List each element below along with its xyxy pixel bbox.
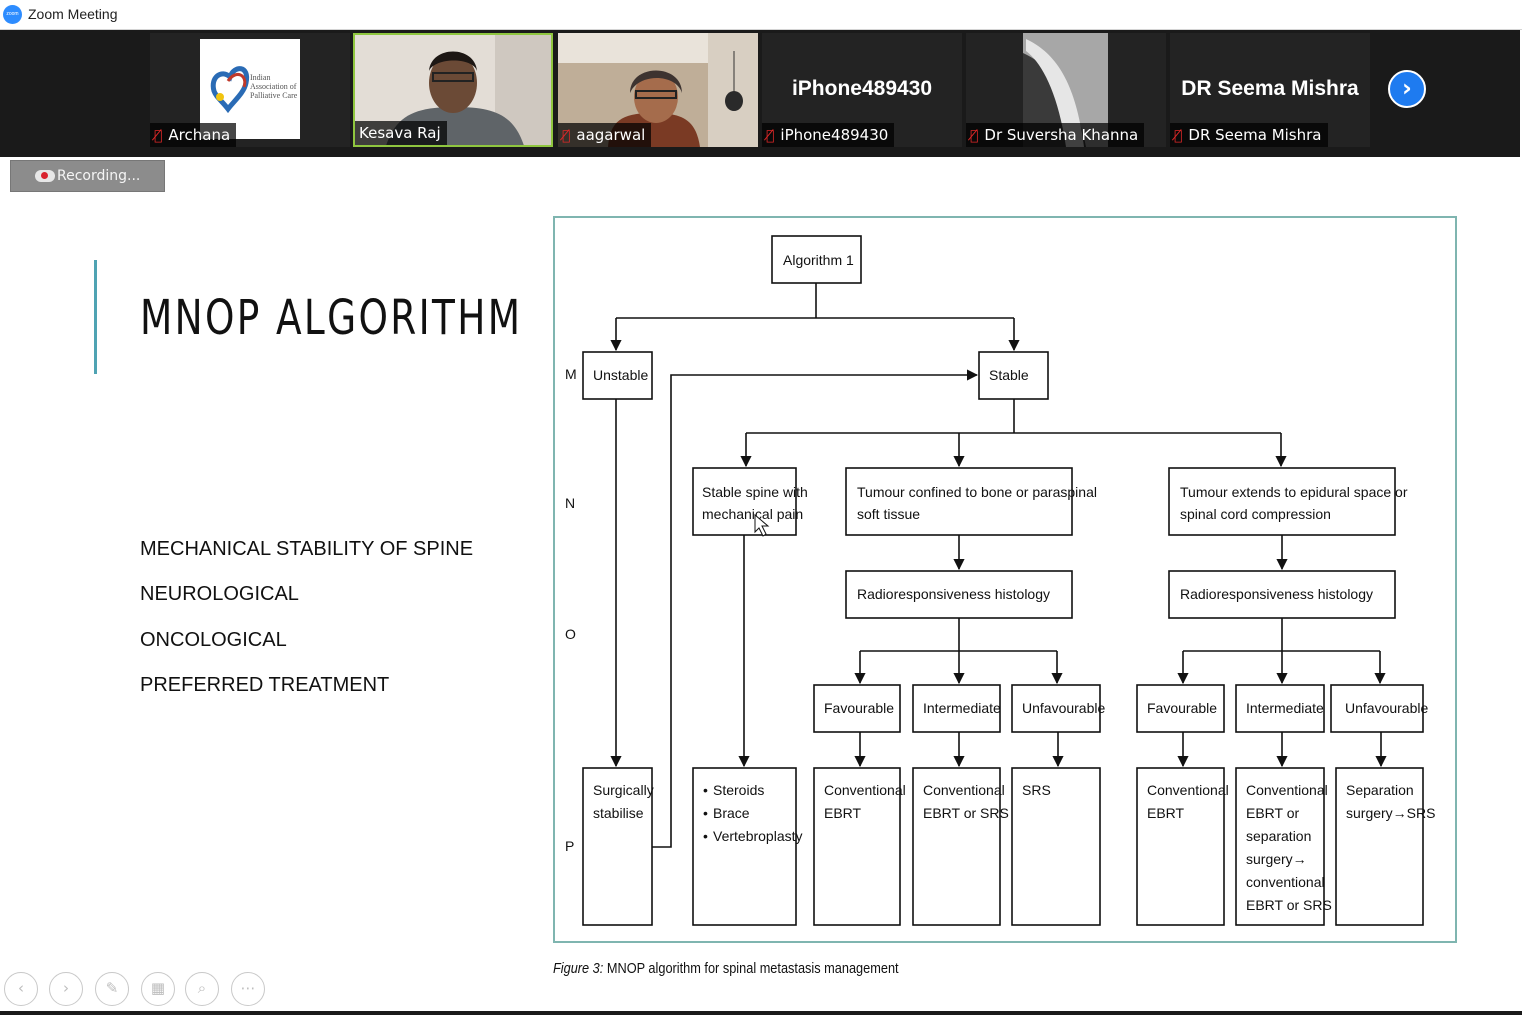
mic-muted-icon: 🎙̸ bbox=[766, 128, 775, 144]
mic-muted-icon: 🎙̸ bbox=[562, 128, 571, 144]
bullet-item: PREFERRED TREATMENT bbox=[140, 673, 390, 696]
participant-display-name: iPhone489430 bbox=[791, 77, 933, 100]
participant-name: Archana bbox=[168, 126, 231, 144]
next-slide-icon: › bbox=[63, 979, 69, 997]
participant-name: aagarwal bbox=[576, 126, 646, 144]
participant-tile-aagarwal[interactable]: 🎙̸ aagarwal bbox=[558, 33, 758, 147]
participant-tile-dr-seema-mishra[interactable]: DR Seema Mishra 🎙̸ DR Seema Mishra bbox=[1170, 33, 1370, 147]
recording-label: Recording... bbox=[57, 168, 141, 184]
bullet-item: MECHANICAL STABILITY OF SPINE bbox=[140, 538, 474, 560]
window-title: Zoom Meeting bbox=[28, 6, 118, 22]
zoom-app-icon: zoom bbox=[3, 5, 22, 24]
participant-name-tag: 🎙̸ Dr Suversha Khanna bbox=[966, 123, 1145, 147]
participant-display-name: DR Seema Mishra bbox=[1181, 77, 1359, 100]
participant-name-tag: 🎙̸ Archana bbox=[150, 123, 237, 147]
next-slide-button[interactable]: › bbox=[49, 972, 83, 1006]
figure-caption-text: MNOP algorithm for spinal metastasis man… bbox=[606, 960, 899, 977]
slide-title: MNOP ALGORITHM bbox=[140, 290, 523, 346]
next-participants-button[interactable]: › bbox=[1388, 70, 1426, 108]
bullet-item: NEUROLOGICAL bbox=[140, 583, 299, 606]
pen-tool-button[interactable]: ✎ bbox=[95, 972, 129, 1006]
cloud-recording-icon bbox=[35, 170, 55, 182]
window-titlebar: zoom Zoom Meeting bbox=[0, 0, 1522, 30]
participant-tile-dr-suversha-khanna[interactable]: 🎙̸ Dr Suversha Khanna bbox=[966, 33, 1166, 147]
chevron-right-icon: › bbox=[1402, 74, 1412, 102]
mic-muted-icon: 🎙̸ bbox=[970, 128, 979, 144]
participant-tile-kesava-raj[interactable]: Kesava Raj bbox=[353, 33, 553, 147]
participant-name-tag: 🎙̸ DR Seema Mishra bbox=[1170, 123, 1328, 147]
more-options-button[interactable]: ⋯ bbox=[231, 972, 265, 1006]
recording-indicator[interactable]: Recording... bbox=[10, 160, 165, 192]
slide-sorter-icon: ▦ bbox=[150, 979, 166, 997]
logo-text: Indian Association of Palliative Care bbox=[250, 73, 298, 100]
participant-tile-archana[interactable]: Indian Association of Palliative Care 🎙̸… bbox=[150, 33, 350, 147]
mic-muted-icon: 🎙̸ bbox=[154, 128, 163, 144]
heart-logo-icon bbox=[210, 66, 250, 114]
figure-caption: Figure 3: MNOP algorithm for spinal meta… bbox=[553, 960, 899, 977]
figure-frame bbox=[553, 216, 1457, 943]
participant-name-tag: 🎙̸ aagarwal bbox=[558, 123, 652, 147]
participant-name: iPhone489430 bbox=[780, 126, 889, 144]
organization-logo: Indian Association of Palliative Care bbox=[200, 39, 300, 139]
more-options-icon: ⋯ bbox=[240, 979, 256, 997]
participant-name: DR Seema Mishra bbox=[1188, 126, 1322, 144]
participant-name-tag: 🎙̸ iPhone489430 bbox=[762, 123, 895, 147]
participant-name: Dr Suversha Khanna bbox=[984, 126, 1139, 144]
participant-name-tag: Kesava Raj bbox=[355, 121, 447, 145]
bullet-item: ONCOLOGICAL bbox=[140, 628, 287, 651]
previous-slide-button[interactable]: ‹ bbox=[4, 972, 38, 1006]
mic-muted-icon: 🎙̸ bbox=[1174, 128, 1183, 144]
slide-bullet-list: MECHANICAL STABILITY OF SPINE NEUROLOGIC… bbox=[140, 538, 473, 719]
pen-icon: ✎ bbox=[105, 979, 119, 997]
slide-sorter-button[interactable]: ▦ bbox=[141, 972, 175, 1006]
participant-tile-iphone489430[interactable]: iPhone489430 🎙̸ iPhone489430 bbox=[762, 33, 962, 147]
figure-caption-prefix: Figure 3: bbox=[553, 960, 604, 977]
magnifier-icon: ⌕ bbox=[197, 979, 207, 997]
title-accent-bar bbox=[94, 260, 97, 374]
previous-slide-icon: ‹ bbox=[18, 979, 24, 997]
window-bottom-edge bbox=[0, 1011, 1522, 1015]
participant-video-strip: Indian Association of Palliative Care 🎙̸… bbox=[0, 30, 1520, 157]
participant-video-feed bbox=[558, 33, 758, 147]
participant-name: Kesava Raj bbox=[359, 124, 441, 142]
zoom-button[interactable]: ⌕ bbox=[185, 972, 219, 1006]
